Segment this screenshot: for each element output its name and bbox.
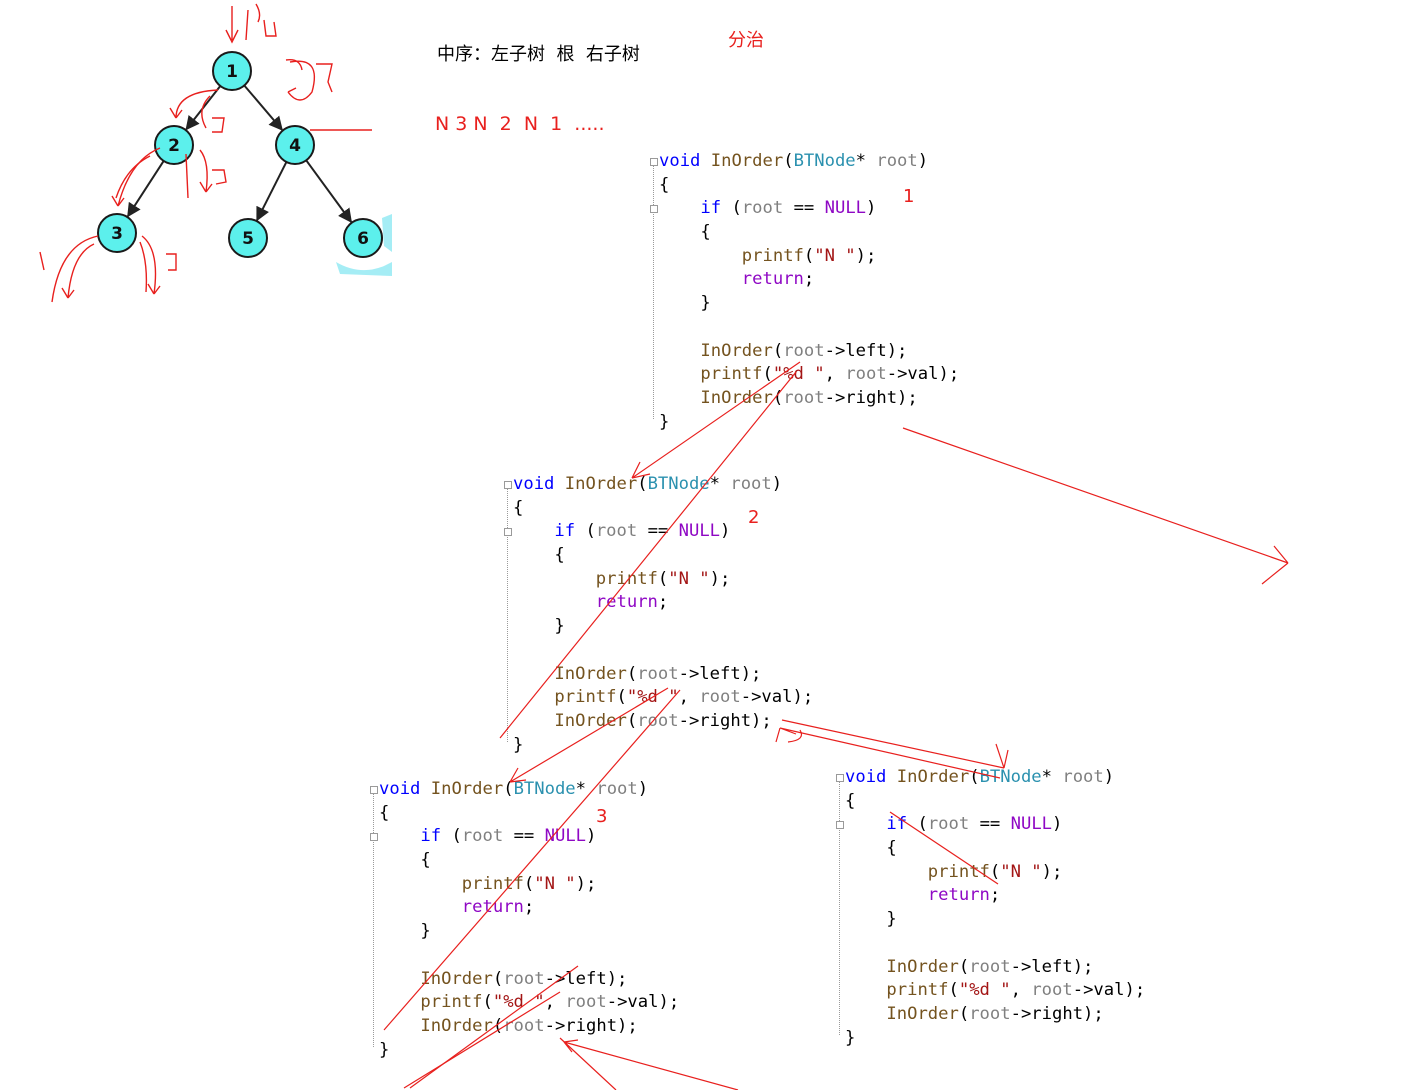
code-fold-gutter xyxy=(507,481,509,742)
code-fold-gutter xyxy=(839,774,841,1035)
code-line-recurse-right: InOrder(root->right); xyxy=(554,710,772,731)
inorder-heading: 中序：左子树 根 右子树 xyxy=(437,44,640,65)
cyan-sliver-decoration-2 xyxy=(382,214,392,252)
code-line-printf-n: printf("N "); xyxy=(595,568,731,589)
call-label-2: 2 xyxy=(748,507,760,528)
code-fold-toggle[interactable] xyxy=(370,833,378,842)
tree-edge-4-6 xyxy=(305,159,353,223)
code-line-printf-n: printf("N "); xyxy=(741,245,877,266)
code-fold-gutter xyxy=(373,786,375,1047)
code-line-blank xyxy=(845,932,1145,956)
inorder-code-block-3: void InOrder(BTNode* root) { if (root == … xyxy=(370,778,680,1062)
code-line-signature: void InOrder(BTNode* root) xyxy=(379,779,649,799)
code-fold-toggle[interactable] xyxy=(370,786,378,794)
tree-node-3: 3 xyxy=(97,213,137,253)
code-line-recurse-right: InOrder(root->right); xyxy=(886,1003,1104,1024)
tree-node-6: 6 xyxy=(343,218,383,258)
tree-node-label: 5 xyxy=(242,229,254,249)
code-line-brace: { xyxy=(700,222,711,243)
code-line-brace: } xyxy=(700,293,711,314)
code-line-if: if (root == NULL) xyxy=(420,826,597,847)
code-fold-toggle[interactable] xyxy=(650,158,658,166)
code-line-printf-val: printf("%d ", root->val); xyxy=(554,687,814,708)
code-fold-gutter xyxy=(653,158,655,419)
code-line-recurse-left: InOrder(root->left); xyxy=(886,956,1094,977)
code-line-signature: void InOrder(BTNode* root) xyxy=(659,151,929,171)
tree-edge-1-4 xyxy=(243,84,283,131)
code-line-if: if (root == NULL) xyxy=(700,198,877,219)
code-line-brace: { xyxy=(513,497,524,518)
code-line-signature: void InOrder(BTNode* root) xyxy=(513,474,783,494)
code-line-signature: void InOrder(BTNode* root) xyxy=(845,767,1115,787)
code-line-printf-n: printf("N "); xyxy=(461,873,597,894)
code-fold-toggle[interactable] xyxy=(504,481,512,489)
tree-annotation-scribbles xyxy=(39,3,372,303)
code-line-brace: } xyxy=(420,921,431,942)
code-line-printf-n: printf("N "); xyxy=(927,861,1063,882)
inorder-code-block-2: void InOrder(BTNode* root) { if (root == … xyxy=(504,473,814,757)
code-line-blank xyxy=(379,944,679,968)
code-fold-toggle[interactable] xyxy=(836,821,844,830)
code-line-recurse-right: InOrder(root->right); xyxy=(700,387,918,408)
code-line-brace: { xyxy=(845,790,856,811)
tree-node-2: 2 xyxy=(154,125,194,165)
code-line-printf-val: printf("%d ", root->val); xyxy=(420,992,680,1013)
code-line-recurse-left: InOrder(root->left); xyxy=(420,968,628,989)
code-fold-toggle[interactable] xyxy=(836,774,844,782)
code-line-brace: } xyxy=(659,411,670,432)
tree-node-label: 4 xyxy=(289,136,301,156)
code-line-brace: } xyxy=(886,909,897,930)
code-line-if: if (root == NULL) xyxy=(886,814,1063,835)
binary-tree-diagram: 1 2 3 4 5 6 xyxy=(39,3,392,303)
code-line-brace: } xyxy=(379,1039,390,1060)
tree-node-1: 1 xyxy=(212,51,252,91)
call-label-1: 1 xyxy=(903,186,915,207)
code-fold-toggle[interactable] xyxy=(650,205,658,214)
code-line-blank xyxy=(513,639,813,663)
cyan-sliver-decoration xyxy=(336,262,392,276)
code-line-return: return; xyxy=(595,592,669,613)
tree-node-label: 1 xyxy=(226,62,238,82)
code-line-recurse-left: InOrder(root->left); xyxy=(700,340,908,361)
tree-edge-2-3 xyxy=(127,160,165,218)
inorder-code-block-4: void InOrder(BTNode* root) { if (root == … xyxy=(836,766,1146,1050)
tree-node-label: 6 xyxy=(357,229,369,249)
code-line-return: return; xyxy=(461,897,535,918)
code-line-return: return; xyxy=(927,885,1001,906)
call-label-3: 3 xyxy=(596,806,608,827)
code-line-brace: { xyxy=(554,545,565,566)
code-line-brace: { xyxy=(420,850,431,871)
code-line-brace: { xyxy=(379,802,390,823)
code-line-brace: { xyxy=(886,838,897,859)
code-line-brace: { xyxy=(659,174,670,195)
code-line-brace: } xyxy=(513,734,524,755)
arrow-block1-right-exit xyxy=(902,427,1289,585)
code-line-printf-val: printf("%d ", root->val); xyxy=(700,364,960,385)
arrow-block2-to-block4 xyxy=(781,719,1009,769)
divide-conquer-label: 分治 xyxy=(728,30,764,51)
tree-node-4: 4 xyxy=(275,125,315,165)
code-line-recurse-left: InOrder(root->left); xyxy=(554,663,762,684)
tree-edge-4-5 xyxy=(256,161,288,222)
inorder-code-block-1: void InOrder(BTNode* root) { if (root == … xyxy=(650,150,960,434)
tree-node-5: 5 xyxy=(228,218,268,258)
code-line-if: if (root == NULL) xyxy=(554,521,731,542)
output-sequence: N 3 N 2 N 1 ..... xyxy=(435,113,605,135)
code-line-blank xyxy=(659,316,959,340)
code-line-recurse-right: InOrder(root->right); xyxy=(420,1015,638,1036)
code-line-return: return; xyxy=(741,269,815,290)
code-fold-toggle[interactable] xyxy=(504,528,512,537)
code-line-brace: } xyxy=(845,1027,856,1048)
code-line-printf-val: printf("%d ", root->val); xyxy=(886,980,1146,1001)
tree-node-label: 3 xyxy=(111,224,123,244)
code-line-brace: } xyxy=(554,616,565,637)
tree-node-label: 2 xyxy=(168,136,180,156)
